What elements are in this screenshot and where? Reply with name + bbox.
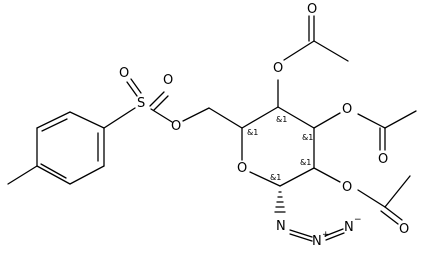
acetyl-group-3 xyxy=(313,167,411,225)
azide-nitrogen-1: N xyxy=(276,219,286,234)
ring-oxygen: O xyxy=(237,161,247,176)
stereo-label-c2: &1 xyxy=(300,158,311,167)
azide-nitrogen-2: N xyxy=(312,234,322,249)
aryl-sulfur-bond xyxy=(103,107,136,129)
acetyl1-ester-oxygen: O xyxy=(273,61,283,76)
azide-bonds xyxy=(289,228,345,242)
stereo-label-c1: &1 xyxy=(270,173,281,182)
acetyl2-carbonyl-oxygen: O xyxy=(378,152,388,167)
azide-n3-charge: − xyxy=(354,215,362,225)
acetyl-group-1 xyxy=(277,15,349,108)
methyl-bond xyxy=(7,165,38,185)
stereo-label-c4: &1 xyxy=(276,115,287,124)
ester-o-ch2-bond xyxy=(182,107,210,122)
sulfonyl-oxygen-2: O xyxy=(163,73,173,88)
azide-nitrogen-3: N xyxy=(344,220,354,235)
sulfur-atom: S xyxy=(137,96,145,111)
stereo-label-c3: &1 xyxy=(302,133,313,142)
azide-n2-charge: + xyxy=(322,230,330,240)
acetyl-group-2 xyxy=(313,110,417,151)
toluene-ring xyxy=(36,111,105,185)
ch2-c5-bond xyxy=(208,107,243,129)
anomeric-hashed-bond xyxy=(274,191,286,213)
acetyl3-carbonyl-oxygen: O xyxy=(399,222,409,237)
stereo-label-c5: &1 xyxy=(247,128,258,137)
acetyl1-carbonyl-oxygen: O xyxy=(307,2,317,17)
pyranose-ring xyxy=(241,106,315,187)
sulfonyl-bonds xyxy=(126,78,173,123)
tosyl-ester-oxygen: O xyxy=(171,119,181,134)
sulfonyl-oxygen-1: O xyxy=(119,66,129,81)
acetyl3-ester-oxygen: O xyxy=(342,180,352,195)
acetyl2-ester-oxygen: O xyxy=(342,102,352,117)
